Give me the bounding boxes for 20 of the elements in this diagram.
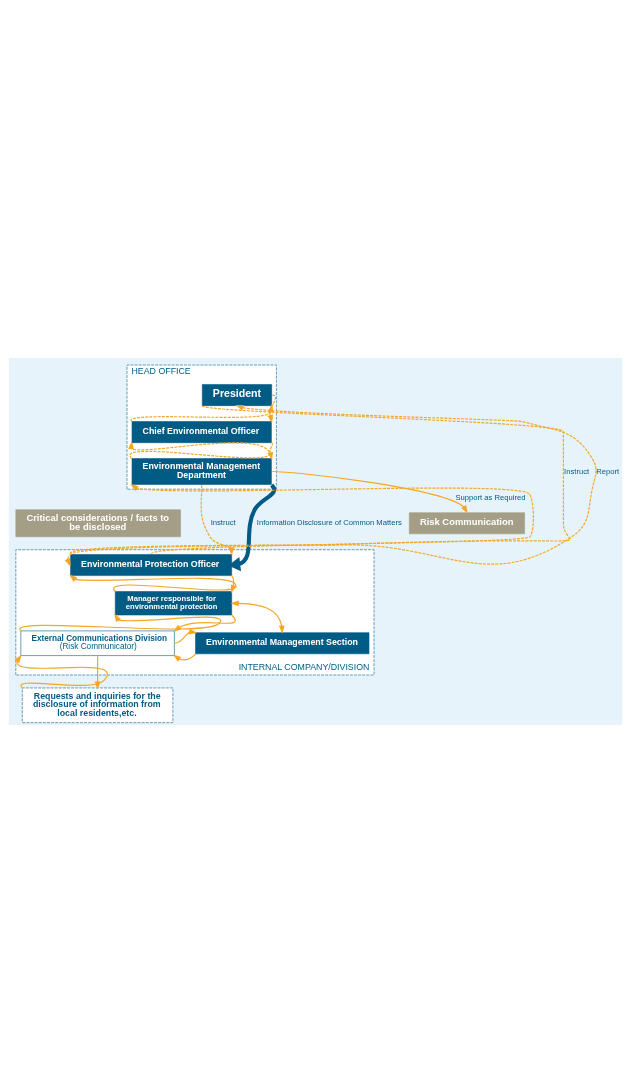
node-box: Environmental Management Section	[195, 632, 370, 655]
arrow	[128, 440, 271, 460]
arrow	[271, 470, 468, 514]
node-box: President	[202, 384, 272, 406]
node-box: Requests and inquiries for the disclosure of information from local residents,etc.	[22, 687, 174, 723]
arrow	[200, 484, 235, 556]
arrow	[228, 483, 277, 572]
arrow	[267, 442, 274, 461]
node-box: Critical considerations / facts to be disclosed	[15, 509, 181, 538]
arrow	[130, 484, 534, 555]
node-box: Environmental Management Department	[131, 458, 272, 485]
arrow	[172, 653, 197, 662]
arrow	[230, 600, 285, 634]
node-box: Environmental Protection Officer	[70, 554, 232, 576]
arrow	[267, 394, 277, 424]
arrow	[14, 654, 108, 689]
arrow	[94, 655, 101, 690]
node-box: Chief Environmental Officer	[131, 421, 272, 443]
node-box: Risk Communication	[409, 512, 525, 535]
arrow	[173, 628, 198, 644]
